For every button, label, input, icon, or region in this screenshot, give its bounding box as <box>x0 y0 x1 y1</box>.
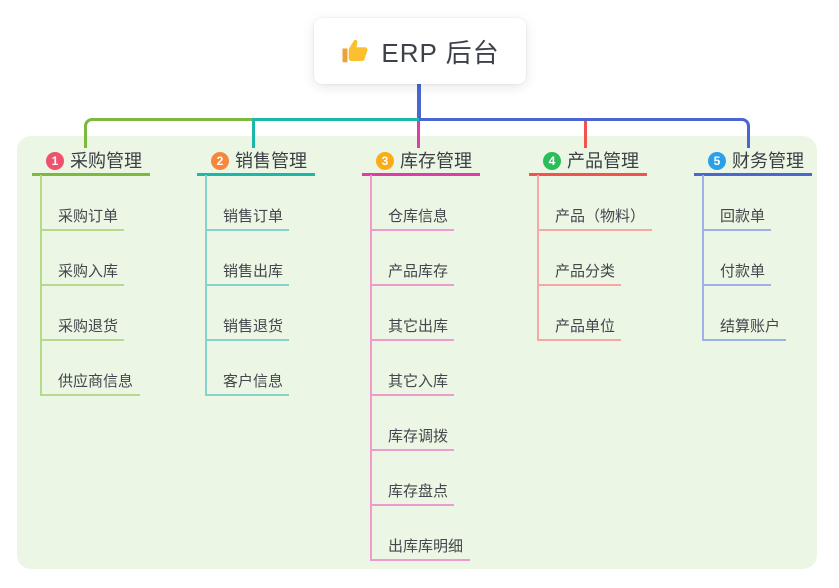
child-node-underline <box>370 339 454 341</box>
child-node-underline <box>370 559 470 561</box>
child-node-underline <box>537 229 652 231</box>
branch-title-underline-4 <box>529 173 647 176</box>
child-node-label[interactable]: 其它入库 <box>388 373 449 390</box>
branch-badge-4: 4 <box>543 152 561 170</box>
child-node-underline <box>370 504 454 506</box>
branch-badge-2: 2 <box>211 152 229 170</box>
child-node-underline <box>702 284 771 286</box>
child-node-underline <box>40 339 124 341</box>
child-node-label[interactable]: 采购退货 <box>58 318 119 335</box>
branch-title-3[interactable]: 库存管理 <box>400 151 472 171</box>
branch-title-underline-5 <box>694 173 812 176</box>
child-node-underline <box>205 284 289 286</box>
branch-badge-3: 3 <box>376 152 394 170</box>
child-node-underline <box>370 394 454 396</box>
bus-segment-sales <box>252 118 419 121</box>
child-node-label[interactable]: 采购入库 <box>58 263 119 280</box>
thumbs-up-icon <box>340 36 370 66</box>
root-connector-line <box>417 84 421 119</box>
child-node-label[interactable]: 客户信息 <box>223 373 284 390</box>
drop-line-sales <box>252 118 255 148</box>
child-node-underline <box>370 449 454 451</box>
root-node-title: ERP 后台 <box>381 37 500 68</box>
root-node[interactable]: ERP 后台 <box>314 18 526 84</box>
child-node-underline <box>205 229 289 231</box>
drop-line-product <box>584 121 587 148</box>
branch-title-5[interactable]: 财务管理 <box>732 151 804 171</box>
child-node-underline <box>537 339 621 341</box>
child-node-underline <box>40 284 124 286</box>
child-node-label[interactable]: 产品（物料） <box>555 208 646 225</box>
child-node-label[interactable]: 库存调拨 <box>388 428 449 445</box>
branch-title-underline-1 <box>32 173 150 176</box>
child-node-underline <box>702 339 786 341</box>
child-node-underline <box>40 229 124 231</box>
child-node-label[interactable]: 销售出库 <box>223 263 284 280</box>
child-node-label[interactable]: 回款单 <box>720 208 766 225</box>
child-node-label[interactable]: 其它出库 <box>388 318 449 335</box>
child-node-underline <box>205 339 289 341</box>
bus-segment-purchase <box>84 118 253 148</box>
branch-title-1[interactable]: 采购管理 <box>70 151 142 171</box>
child-node-label[interactable]: 产品分类 <box>555 263 616 280</box>
branch-children-connector-3 <box>370 175 372 561</box>
child-node-label[interactable]: 销售订单 <box>223 208 284 225</box>
child-node-underline <box>40 394 140 396</box>
branches-panel <box>17 136 817 569</box>
branch-badge-1: 1 <box>46 152 64 170</box>
child-node-label[interactable]: 供应商信息 <box>58 373 134 390</box>
branch-title-4[interactable]: 产品管理 <box>567 151 639 171</box>
child-node-underline <box>702 229 771 231</box>
drop-line-inventory <box>417 121 420 148</box>
child-node-underline <box>370 284 454 286</box>
child-node-label[interactable]: 采购订单 <box>58 208 119 225</box>
branch-title-underline-2 <box>197 173 315 176</box>
branch-children-connector-5 <box>702 175 704 341</box>
child-node-label[interactable]: 出库库明细 <box>388 538 464 555</box>
child-node-label[interactable]: 仓库信息 <box>388 208 449 225</box>
child-node-label[interactable]: 产品单位 <box>555 318 616 335</box>
branch-title-2[interactable]: 销售管理 <box>235 151 307 171</box>
child-node-underline <box>537 284 621 286</box>
child-node-label[interactable]: 产品库存 <box>388 263 449 280</box>
bus-segment-finance <box>419 118 750 148</box>
child-node-underline <box>205 394 289 396</box>
child-node-label[interactable]: 库存盘点 <box>388 483 449 500</box>
child-node-underline <box>370 229 454 231</box>
branch-children-connector-4 <box>537 175 539 341</box>
branch-title-underline-3 <box>362 173 480 176</box>
child-node-label[interactable]: 销售退货 <box>223 318 284 335</box>
child-node-label[interactable]: 结算账户 <box>720 318 781 335</box>
child-node-label[interactable]: 付款单 <box>720 263 766 280</box>
branch-badge-5: 5 <box>708 152 726 170</box>
